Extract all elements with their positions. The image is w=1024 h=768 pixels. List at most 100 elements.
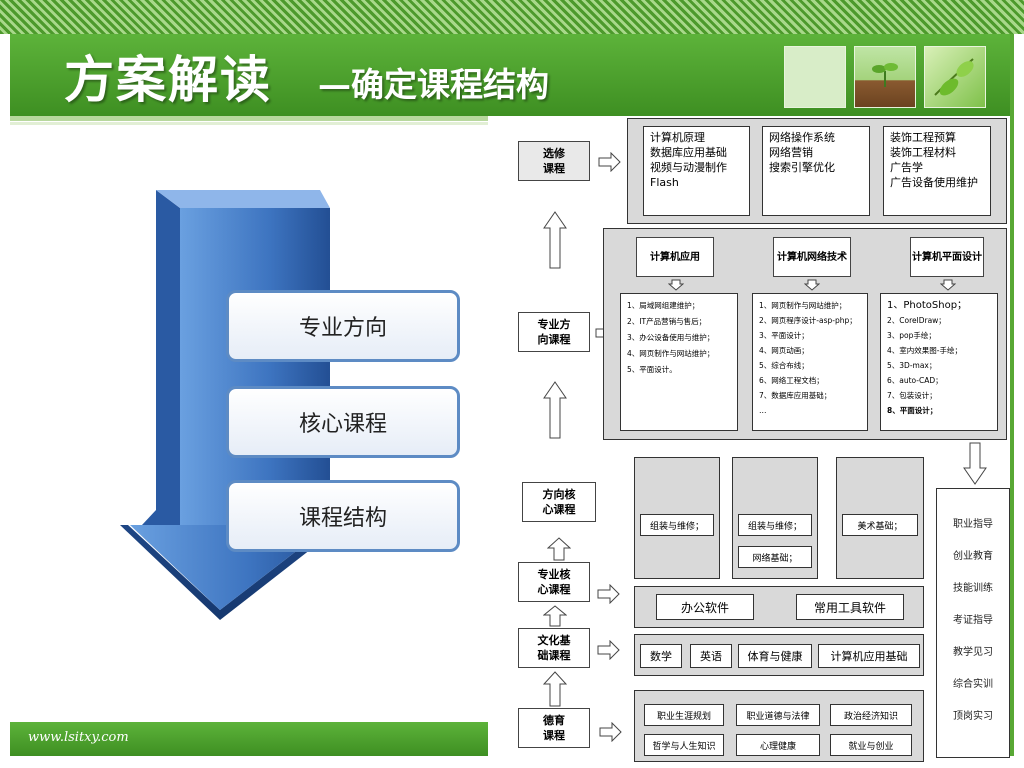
direction-item: 7、数据库应用基础； (759, 391, 832, 400)
direction-core-label: 方向核 心课程 (522, 482, 596, 522)
down-arrow-icon (963, 442, 987, 485)
career-item: 教学见习 (953, 647, 993, 658)
direction-item: 1、局域网组建维护； (627, 301, 700, 310)
elective-item: 数据库应用基础 (650, 146, 727, 159)
direction-item: 3、办公设备使用与维护； (627, 333, 715, 342)
direction-list-3: 1、PhotoShop； 2、CorelDraw； 3、pop手绘； 4、室内效… (880, 293, 998, 431)
page-subtitle: —确定课程结构 (318, 65, 549, 104)
title-underline-light (10, 122, 488, 125)
direction-item: 1、PhotoShop； (887, 300, 968, 311)
direction-title-3: 计算机平面设计 (910, 237, 984, 277)
direction-item: 5、平面设计。 (627, 365, 677, 374)
label-core-courses: 核心课程 (226, 386, 460, 458)
elective-item: 网络操作系统 (769, 131, 835, 144)
elective-box-3: 装饰工程预算 装饰工程材料 广告学 广告设备使用维护 (883, 126, 991, 216)
elective-box-2: 网络操作系统 网络营销 搜索引擎优化 (762, 126, 870, 216)
direction-item: 5、综合布线； (759, 361, 809, 370)
major-core-label: 专业核 心课程 (518, 562, 590, 602)
direction-item: 1、网页制作与网站维护； (759, 301, 847, 310)
top-stripe (0, 0, 1024, 34)
moral-item: 政治经济知识 (830, 704, 912, 726)
major-core-item: 办公软件 (656, 594, 754, 620)
career-item: 技能训练 (953, 583, 993, 594)
right-frame-border (1010, 34, 1014, 756)
right-arrow-icon (598, 152, 621, 172)
moral-education-label: 德育 课程 (518, 708, 590, 748)
direction-item: … (759, 406, 767, 415)
career-item: 职业指导 (953, 519, 993, 530)
direction-item: 8、平面设计； (887, 406, 938, 415)
direction-item: 4、网页制作与网站维护； (627, 349, 715, 358)
elective-label: 选修 课程 (518, 141, 590, 181)
thumbnail-sprout (854, 46, 916, 108)
direction-course-label: 专业方 向课程 (518, 312, 590, 352)
direction-list-1: 1、局域网组建维护； 2、IT产品营销与售后； 3、办公设备使用与维护； 4、网… (620, 293, 738, 431)
career-guidance-panel: 职业指导 创业教育 技能训练 考证指导 教学见习 综合实训 顶岗实习 (936, 488, 1010, 758)
up-arrow-icon (543, 671, 567, 707)
leaves-icon (934, 58, 974, 96)
down-arrow-icon (804, 279, 820, 291)
title-underline (10, 116, 488, 121)
thumbnail-leaves (924, 46, 986, 108)
elective-item: 视频与动漫制作 (650, 161, 727, 174)
down-arrow-icon (940, 279, 956, 291)
title-band (10, 34, 1014, 116)
moral-item: 就业与创业 (830, 734, 912, 756)
direction-core-item: 美术基础； (842, 514, 918, 536)
direction-item: 2、IT产品营销与售后； (627, 317, 707, 326)
direction-item: 4、网页动画； (759, 346, 809, 355)
culture-item: 数学 (640, 644, 682, 668)
career-item: 综合实训 (953, 679, 993, 690)
right-arrow-icon (599, 722, 622, 742)
elective-item: 计算机原理 (650, 131, 705, 144)
career-item: 考证指导 (953, 615, 993, 626)
moral-item: 心理健康 (736, 734, 820, 756)
direction-list-2: 1、网页制作与网站维护； 2、网页程序设计-asp-php； 3、平面设计； 4… (752, 293, 868, 431)
culture-item: 体育与健康 (738, 644, 812, 668)
direction-core-item: 组装与维修； (640, 514, 714, 536)
up-arrow-icon (543, 211, 567, 269)
direction-item: 3、平面设计； (759, 331, 809, 340)
label-course-structure: 课程结构 (226, 480, 460, 552)
direction-title-2: 计算机网络技术 (773, 237, 851, 277)
page-title: 方案解读 (64, 50, 272, 109)
direction-item: 2、网页程序设计-asp-php； (759, 316, 857, 325)
direction-item: 4、室内效果图-手绘； (887, 346, 962, 355)
right-arrow-icon (597, 584, 620, 604)
elective-item: 广告设备使用维护 (890, 176, 978, 189)
up-arrow-icon (543, 381, 567, 439)
label-major-direction: 专业方向 (226, 290, 460, 362)
direction-item: 3、pop手绘； (887, 331, 936, 340)
career-item: 创业教育 (953, 551, 993, 562)
up-arrow-icon (543, 605, 567, 627)
direction-item: 6、网络工程文档； (759, 376, 824, 385)
direction-item: 6、auto-CAD； (887, 376, 943, 385)
footer-band (10, 722, 488, 756)
direction-core-item: 组装与维修； (738, 514, 812, 536)
direction-item: 2、CorelDraw； (887, 316, 946, 325)
moral-item: 职业生涯规划 (644, 704, 724, 726)
right-arrow-icon (597, 640, 620, 660)
direction-item: 5、3D-max； (887, 361, 937, 370)
elective-item: 网络营销 (769, 146, 813, 159)
elective-item: 搜索引擎优化 (769, 161, 835, 174)
culture-item: 计算机应用基础 (818, 644, 920, 668)
sprout-icon (872, 63, 898, 87)
direction-item: 7、包装设计； (887, 391, 937, 400)
up-arrow-icon (547, 537, 571, 561)
elective-item: 装饰工程预算 (890, 131, 956, 144)
thumbnail-blank (784, 46, 846, 108)
career-item: 顶岗实习 (953, 711, 993, 722)
footer-url: www.lsitxy.com (28, 730, 129, 745)
elective-item: 装饰工程材料 (890, 146, 956, 159)
elective-item: 广告学 (890, 161, 923, 174)
moral-item: 职业道德与法律 (736, 704, 820, 726)
direction-core-item: 网络基础； (738, 546, 812, 568)
direction-title-1: 计算机应用 (636, 237, 714, 277)
moral-item: 哲学与人生知识 (644, 734, 724, 756)
elective-item: Flash (650, 176, 679, 189)
major-core-item: 常用工具软件 (796, 594, 904, 620)
down-arrow-icon (668, 279, 684, 291)
culture-item: 英语 (690, 644, 732, 668)
culture-basics-label: 文化基 础课程 (518, 628, 590, 668)
